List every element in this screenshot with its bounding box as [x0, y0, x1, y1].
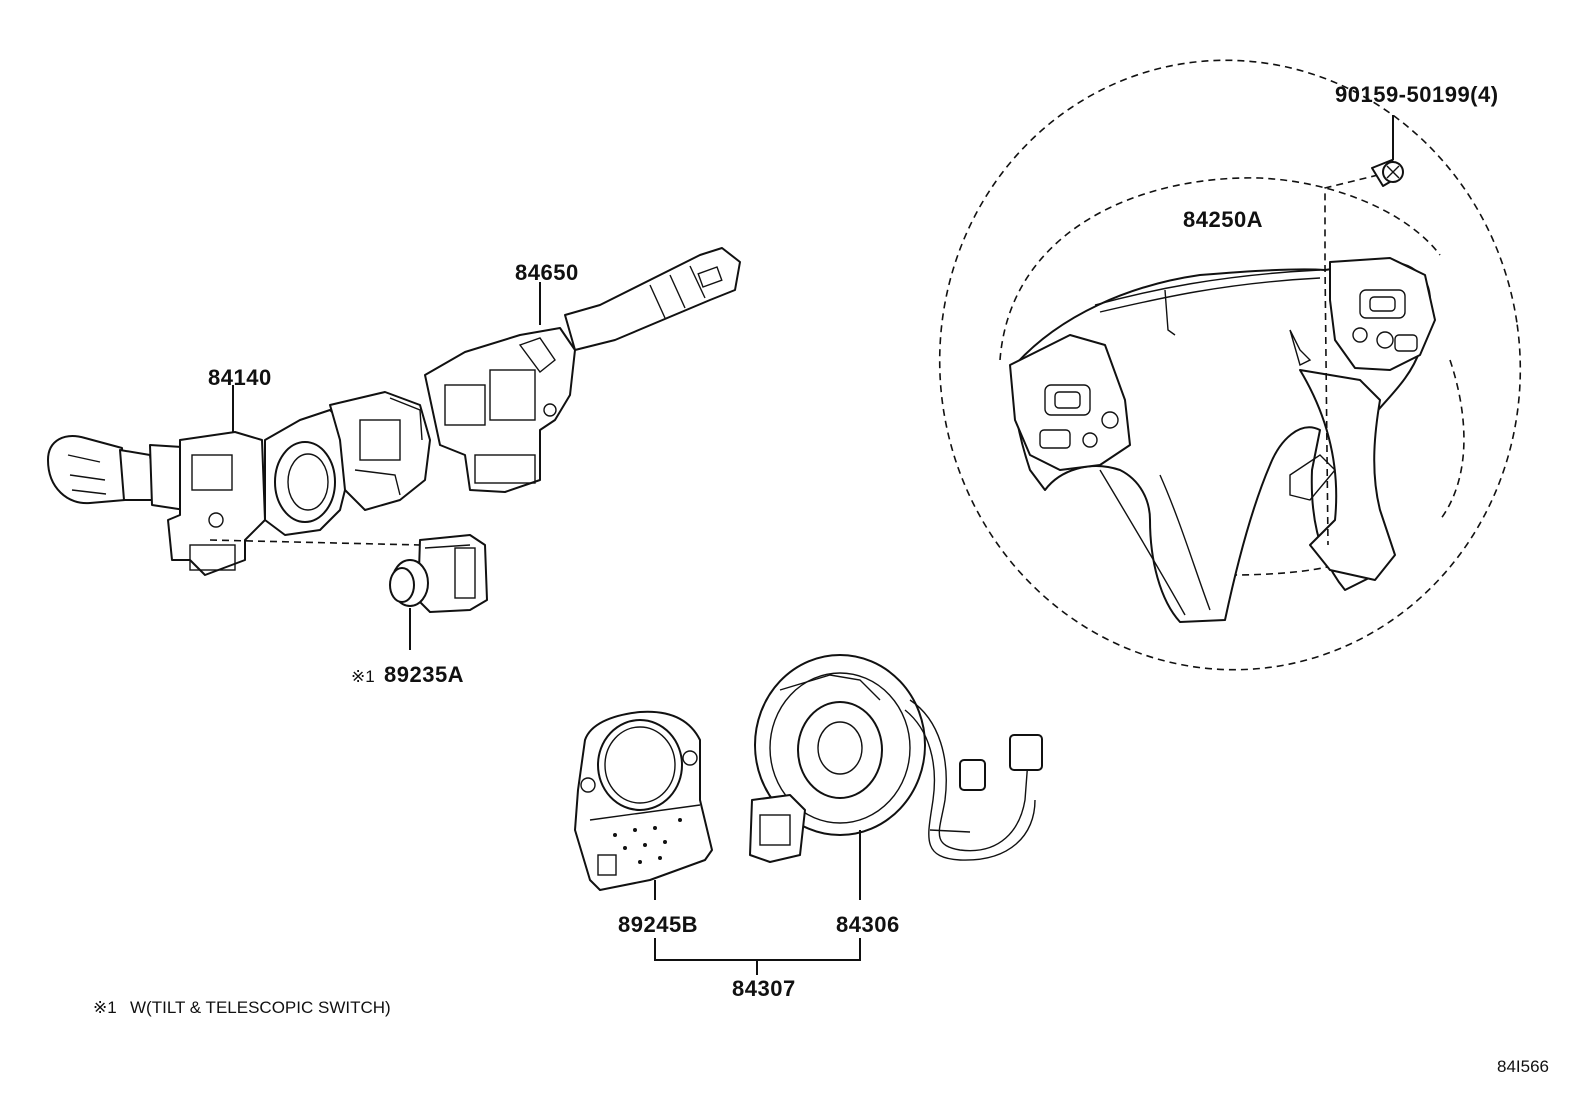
spiral-cable-illustration: [749, 654, 1043, 900]
combination-switch-illustration: [47, 385, 431, 576]
callout-combination-switch: 84140: [208, 365, 272, 390]
callout-steering-sensor: 89245B: [618, 912, 698, 937]
bolt-illustration: [1371, 115, 1404, 187]
callout-tilt-switch: 89235A: [384, 662, 464, 687]
callout-bolt: 90159-50199(4): [1335, 82, 1499, 107]
assembly-bracket: [654, 938, 861, 975]
steering-wheel-illustration: [938, 59, 1522, 671]
footnote-mark: ※1: [93, 998, 117, 1017]
wiper-switch-illustration: [424, 247, 741, 493]
callout-wiper-switch: 84650: [515, 260, 579, 285]
tilt-switch-illustration: [389, 534, 488, 650]
steering-sensor-illustration: [574, 710, 713, 900]
callout-tilt-switch-mark: ※1: [351, 667, 375, 686]
callout-spiral-cable: 84306: [836, 912, 900, 937]
footnote-text: W(TILT & TELESCOPIC SWITCH): [130, 998, 391, 1017]
callout-steering-wheel: 84250A: [1183, 207, 1263, 232]
illustration-code: 84I566: [1497, 1057, 1549, 1076]
callout-spiral-assembly: 84307: [732, 976, 796, 1001]
